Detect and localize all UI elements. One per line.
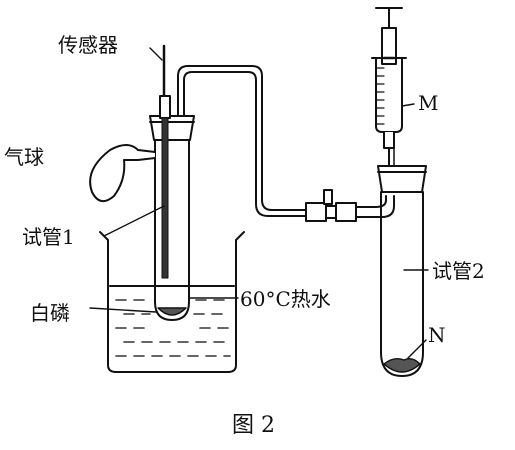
stopper-tube-2 xyxy=(377,165,427,193)
connecting-tube-outer xyxy=(177,65,307,211)
leader-lines xyxy=(89,47,429,359)
substance-n xyxy=(383,357,421,373)
label-tube-2: 试管2 xyxy=(432,259,485,283)
label-sensor: 传感器 xyxy=(58,33,118,57)
label-balloon: 气球 xyxy=(4,145,44,169)
sensor-probe xyxy=(161,117,169,279)
label-white-phosphorus: 白磷 xyxy=(30,301,70,325)
label-syringe-m: M xyxy=(418,91,438,115)
beaker xyxy=(99,231,245,373)
syringe[interactable] xyxy=(371,7,407,167)
figure-caption: 图 2 xyxy=(232,413,275,438)
sensor-head xyxy=(159,95,171,119)
balloon xyxy=(89,144,156,203)
label-tube-1: 试管1 xyxy=(22,225,75,249)
test-tube-2 xyxy=(380,191,424,377)
water-dashes xyxy=(115,299,231,357)
white-phosphorus xyxy=(157,307,187,316)
label-hot-water: 60°C热水 xyxy=(240,287,331,311)
stopcock-valve[interactable] xyxy=(305,189,357,222)
label-substance-n: N xyxy=(428,323,446,347)
stopper-tube-1 xyxy=(149,115,195,141)
test-tube-1 xyxy=(154,139,190,321)
